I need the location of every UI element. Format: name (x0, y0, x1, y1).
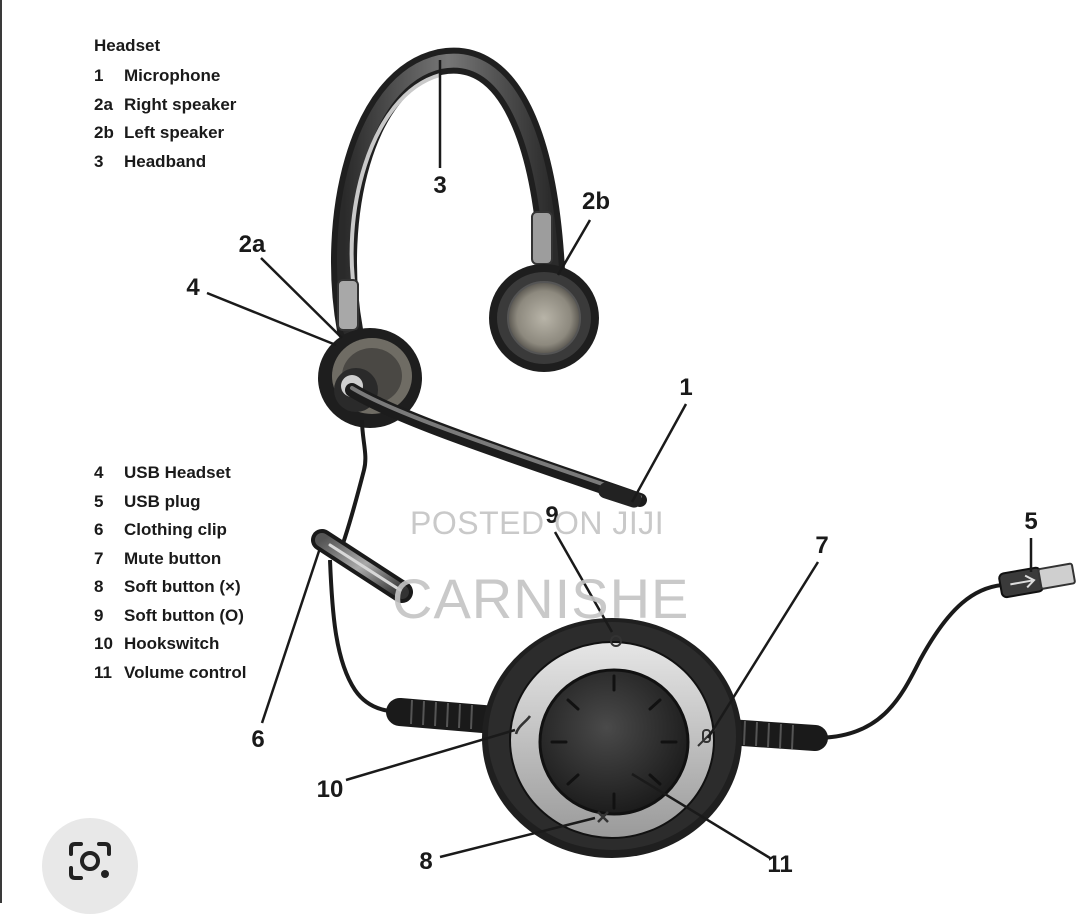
legend-group-controls: 4 USB Headset 5 USB plug 6 Clothing clip 7 Mute… (94, 459, 246, 687)
legend-item-label: Soft button (O) (124, 605, 244, 625)
legend-item: 3 Headband (94, 148, 236, 177)
callout-4: 4 (186, 274, 200, 301)
legend-item-number: 2a (94, 94, 113, 114)
watermark-posted: POSTED ON JIJI (410, 505, 665, 541)
callout-7: 7 (815, 532, 829, 559)
legend-item-label: USB plug (124, 491, 201, 511)
legend-item-number: 8 (94, 577, 104, 596)
legend-item-label: Right speaker (124, 94, 237, 114)
legend-item: 10 Hookswitch (94, 630, 246, 659)
callout-10: 10 (316, 776, 344, 803)
legend-item: 1 Microphone (94, 62, 236, 91)
microphone-boom (345, 383, 647, 508)
legend-item-number: 11 (94, 662, 112, 682)
legend-item: 8 Soft button (×) (94, 573, 246, 602)
soft-button-o-icon (610, 635, 622, 647)
legend-item-number: 9 (94, 605, 104, 625)
legend-item-number: 4 (94, 463, 104, 482)
callout-8: 8 (419, 848, 433, 875)
legend-item-number: 5 (94, 491, 104, 511)
legend-item-label: Headband (124, 151, 207, 171)
legend-group-headset: 1 Microphone 2a Right speaker 2b Left speaker… (94, 62, 236, 176)
legend-item: 5 USB plug (94, 488, 246, 517)
legend-item-number: 3 (94, 151, 104, 171)
soft-button-x-icon (597, 811, 609, 823)
google-lens-button[interactable] (42, 818, 138, 914)
google-lens-icon (69, 842, 111, 880)
usb-plug (998, 562, 1076, 599)
dial-ticks (550, 674, 678, 810)
legend-item-number: 6 (94, 520, 104, 539)
legend-item: 6 Clothing clip (94, 516, 246, 545)
hookswitch-icon (514, 715, 532, 735)
strain-relief-right (715, 719, 828, 751)
callout-2a: 2a (238, 231, 266, 258)
control-unit (482, 618, 742, 858)
legend-item-label: Volume control (124, 662, 247, 682)
watermark-brand: CARNISHE (392, 567, 690, 630)
legend-item: 2b Left speaker (94, 119, 236, 148)
callout-9: 9 (545, 502, 559, 529)
callout-2b: 2b (581, 188, 611, 215)
legend-item-label: Soft button (×) (124, 577, 241, 596)
frame-edge (0, 0, 2, 903)
legend-item: 2a Right speaker (94, 91, 236, 120)
legend-item-label: Microphone (124, 66, 221, 85)
legend-item-label: USB Headset (124, 463, 231, 482)
legend-item-label: Mute button (124, 548, 222, 568)
legend-item-label: Left speaker (124, 123, 225, 142)
legend-title: Headset (94, 36, 161, 55)
legend-item: 9 Soft button (O) (94, 602, 246, 631)
legend-item-number: 2b (94, 123, 114, 142)
usb-cable (814, 583, 1003, 740)
legend-item: 11 Volume control (94, 659, 246, 688)
legend-item: 4 USB Headset (94, 459, 246, 488)
callout-1: 1 (679, 374, 693, 401)
legend-item: 7 Mute button (94, 545, 246, 574)
legend-item-number: 7 (94, 548, 104, 568)
strain-relief-left (386, 698, 509, 734)
legend-item-label: Hookswitch (124, 634, 220, 653)
legend-item-label: Clothing clip (124, 520, 227, 539)
callout-11: 11 (767, 851, 793, 878)
legend-item-number: 1 (94, 66, 104, 85)
left-speaker (489, 264, 599, 372)
clothing-clip (311, 529, 413, 603)
callout-3: 3 (433, 172, 447, 199)
callout-5: 5 (1024, 508, 1038, 535)
legend-item-number: 10 (94, 634, 113, 653)
callout-6: 6 (251, 726, 265, 753)
leader-lines (206, 60, 1033, 860)
